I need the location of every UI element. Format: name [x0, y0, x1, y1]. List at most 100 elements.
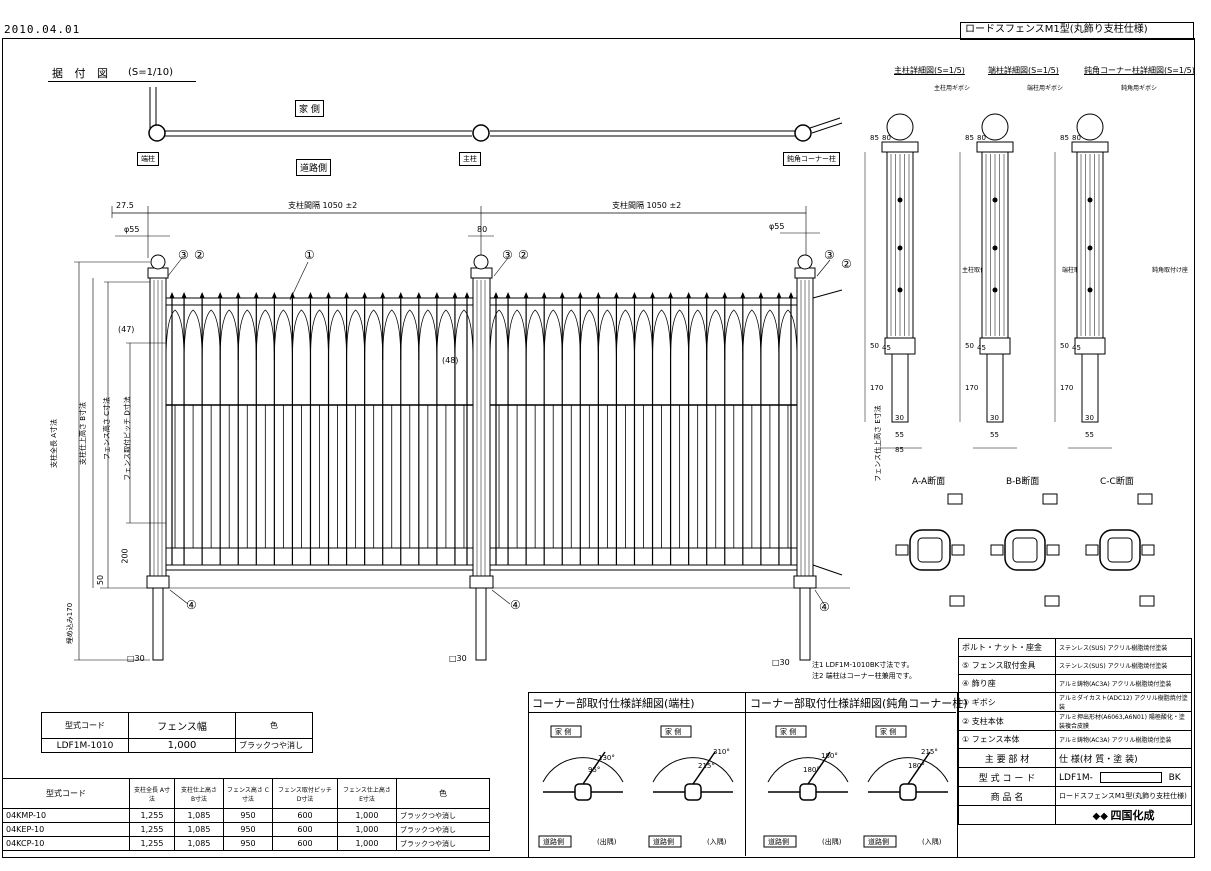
main-post-center [469, 254, 494, 661]
picket-spear [271, 292, 277, 298]
spec-table-cell: 1,085 [174, 836, 224, 851]
picket-arch [670, 309, 690, 361]
parts-table-row: ④ 飾り座アルミ鋳物(AC3A) アクリル樹脂焼付塗装 [958, 674, 1192, 693]
corner-obtuse-title: コーナー部取付仕様詳細図(鈍角コーナー柱) [750, 697, 968, 710]
section-aa-label: A-A断面 [912, 477, 946, 487]
picket-arch [652, 309, 671, 361]
picket-spear [344, 292, 350, 298]
spec-table-cell: 600 [272, 836, 338, 851]
spec-table-cell: 04KMP-10 [2, 808, 130, 823]
picket-spear [631, 292, 637, 298]
picket-spear [326, 292, 332, 298]
parts-model-suffix: BK [1168, 772, 1181, 783]
parts-table-row: ② 支柱本体アルミ押出形材(A6063,A6N01) 陽極酸化・塗装複合皮膜 [958, 711, 1192, 731]
picket-arch [310, 309, 329, 361]
corner-end-title: コーナー部取付仕様詳細図(端柱) [532, 697, 695, 710]
picket-spear [740, 292, 746, 298]
parts-table-row: ③ ギボシアルミダイカスト(ADC12) アクリル樹脂焼付塗装 [958, 692, 1192, 712]
detail-main-gibo: 主柱用ギボシ [934, 85, 971, 92]
picket-spear [181, 292, 187, 298]
fence-width-table: 型式コード フェンス幅 色 LDF1M-1010 1,000 ブラックつや消し [41, 712, 313, 753]
parts-model-code-cell: LDF1M- BK [1055, 767, 1192, 787]
picket-arch [328, 309, 347, 361]
detail-dim-label: 30 [1085, 414, 1094, 422]
spec-table-cell: 1,000 [337, 836, 397, 851]
section-cc [1085, 493, 1155, 607]
part-spec: アルミ鋳物(AC3A) アクリル樹脂焼付塗装 [1055, 674, 1192, 693]
corner-angle-label: 180° [821, 752, 838, 760]
corner-angle-label: 95° [588, 766, 600, 774]
picket-spear [217, 292, 223, 298]
dim-80: 80 [477, 225, 488, 234]
picket-arch [237, 309, 257, 361]
detail-dim-label: 50 [870, 342, 879, 350]
picket-spear [758, 292, 764, 298]
picket-spear [523, 292, 529, 298]
corner-angle-label: 180° [908, 762, 925, 770]
parts-table-row: ⑤ フェンス取付金具ステンレス(SUS) アクリル樹脂焼付塗装 [958, 656, 1192, 675]
picket-arch [706, 309, 726, 361]
note-2: 注2 端柱はコーナー柱兼用です。 [812, 672, 916, 680]
spec-table-cell: 1,000 [337, 808, 397, 823]
spec-table-cell: 1,255 [129, 822, 175, 837]
part-name: ③ ギボシ [958, 692, 1056, 712]
main-th-a: 支柱全長 A寸法 [129, 778, 175, 809]
picket-spear [464, 292, 470, 298]
spec-table-cell: ブラックつや消し [396, 808, 490, 823]
plan-road-side: 道路側 [296, 159, 332, 176]
parts-brand-cell: ◆◆ 四国化成 [1055, 805, 1192, 825]
spec-table-cell: 950 [223, 822, 273, 837]
part-spec: ステンレス(SUS) アクリル樹脂焼付塗装 [1055, 638, 1192, 657]
picket-spear [613, 292, 619, 298]
picket-spear [452, 292, 458, 298]
drawing-date: 2010.04.01 [4, 23, 81, 36]
detail-dim-label: 85 [1060, 134, 1069, 142]
detail-main-post [864, 113, 922, 449]
picket-spear [788, 292, 794, 298]
corner-post-right [793, 254, 817, 661]
detail-dim-label: 45 [1072, 344, 1081, 352]
parts-footer-value-0: 仕 様(材 質・塗 装) [1055, 748, 1192, 768]
spec-table-cell: 04KCP-10 [2, 836, 130, 851]
parts-table-row: ① フェンス本体アルミ鋳物(AC3A) アクリル樹脂焼付塗装 [958, 730, 1192, 749]
detail-end-post [959, 113, 1017, 449]
picket-spear [416, 292, 422, 298]
detail-dim-label: 85 [895, 446, 904, 454]
picket-spear [505, 292, 511, 298]
drawing-title-box [960, 22, 1194, 40]
dim-47: (47) [118, 325, 135, 334]
section-views [895, 493, 1155, 607]
small-color: ブラックつや消し [235, 738, 313, 753]
main-th-c: フェンス高さ C寸法 [223, 778, 273, 809]
picket-spear [559, 292, 565, 298]
main-th-color: 色 [396, 778, 490, 809]
corner-detail-panel [528, 692, 958, 858]
plan-main-post-label: 主柱 [459, 152, 481, 166]
detail-corner-gibo: 鈍角用ギボシ [1121, 85, 1158, 92]
end-post-left [146, 254, 170, 661]
dim-phi55-right: φ55 [769, 222, 785, 231]
spec-table-cell: 600 [272, 822, 338, 837]
parts-brand-spacer [958, 805, 1056, 825]
spec-table-cell: 1,255 [129, 808, 175, 823]
spec-table-cell: 1,085 [174, 808, 224, 823]
plan-house-side: 家 側 [295, 100, 324, 117]
picket-spear [398, 292, 404, 298]
main-th-d: フェンス取付ピッチ D寸法 [272, 778, 338, 809]
dim-span-left: 支柱間隔 1050 ±2 [288, 201, 358, 210]
detail-main-title: 主柱詳細図(S=1/5) [894, 66, 965, 75]
note-1: 注1 LDF1M-1010BK寸法です。 [812, 661, 914, 669]
spec-table-cell: 04KEP-10 [2, 822, 130, 837]
detail-end-title: 端柱詳細図(S=1/5) [988, 66, 1059, 75]
plan-scale: (S=1/10) [128, 67, 173, 78]
corner-house-label: 家 側 [555, 727, 571, 736]
callout-4-right: ④ [819, 600, 830, 614]
spec-table-cell: 1,255 [129, 836, 175, 851]
detail-dim-label: 80 [977, 134, 986, 142]
parts-model-blank [1099, 771, 1162, 783]
dim-50: 50 [96, 574, 106, 586]
